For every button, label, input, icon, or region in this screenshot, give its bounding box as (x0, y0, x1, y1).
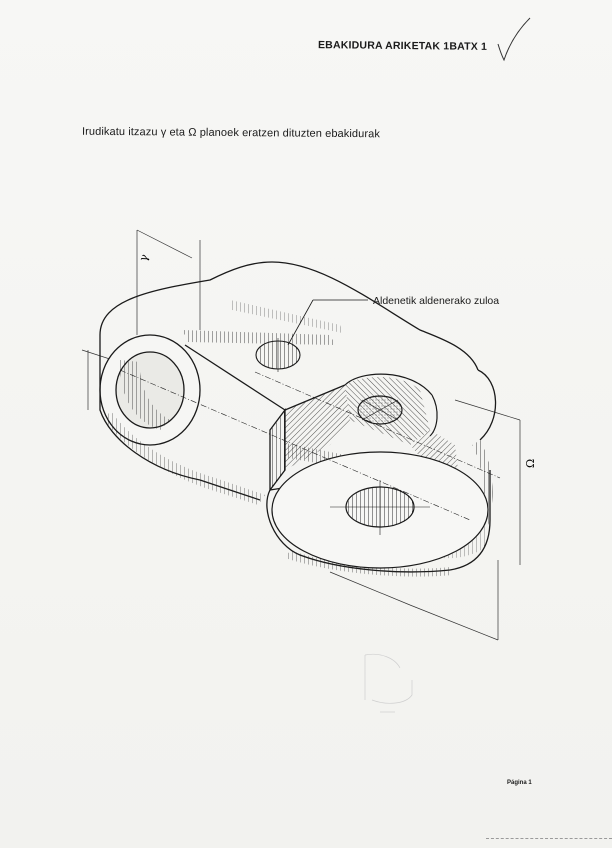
center-lines (119, 369, 501, 521)
plane-gamma-label: γ (137, 252, 152, 263)
right-boss (271, 451, 489, 569)
callout-through-hole-label: Aldenetik aldenerako zuloa (373, 295, 500, 307)
faint-pencil-marks (364, 653, 413, 713)
teacher-checkmark-icon (497, 17, 531, 62)
bottom-edge-line (486, 838, 612, 839)
through-hole (255, 338, 301, 372)
callout-leader (287, 299, 368, 346)
upper-right-boss (344, 373, 438, 437)
plane-omega-label: Ω (524, 459, 537, 468)
plane-omega (329, 399, 521, 641)
page-number: Página 1 (507, 780, 532, 786)
